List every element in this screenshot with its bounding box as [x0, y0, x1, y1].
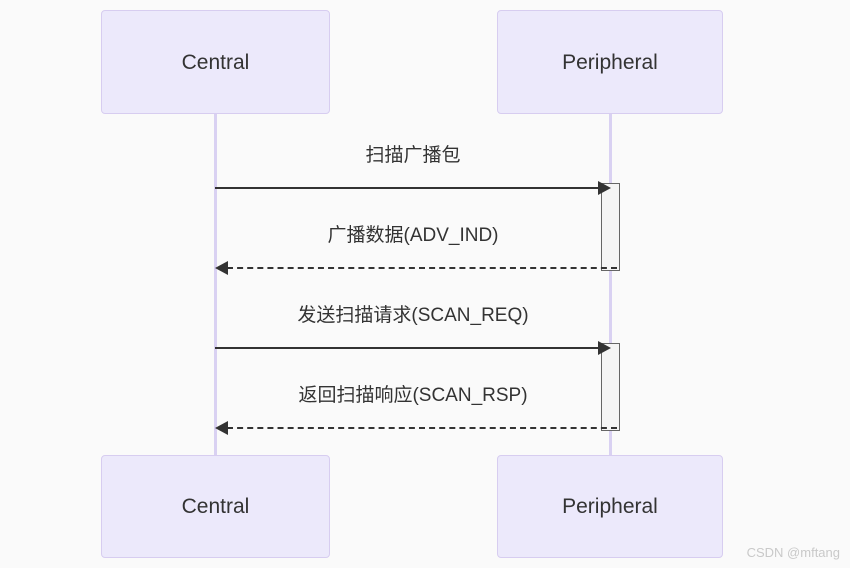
message-1-line: [215, 187, 598, 189]
participant-footer-central[interactable]: Central: [101, 455, 330, 558]
message-2-label: 广播数据(ADV_IND): [327, 225, 499, 246]
message-1-arrowhead-icon: [598, 181, 611, 195]
message-4-arrowhead-icon: [215, 421, 228, 435]
message-3-arrowhead-icon: [598, 341, 611, 355]
lifeline-peripheral: [609, 114, 612, 455]
participant-header-peripheral-label: Peripheral: [562, 50, 658, 74]
message-3-label: 发送扫描请求(SCAN_REQ): [297, 305, 529, 326]
participant-header-peripheral[interactable]: Peripheral: [497, 10, 723, 114]
message-4-line: [227, 427, 617, 429]
message-2-arrowhead-icon: [215, 261, 228, 275]
watermark: CSDN @mftang: [746, 545, 840, 560]
participant-footer-peripheral[interactable]: Peripheral: [497, 455, 723, 558]
lifeline-central: [214, 114, 217, 455]
activation-bar-peripheral-2: [601, 343, 620, 431]
participant-header-central[interactable]: Central: [101, 10, 330, 114]
participant-header-central-label: Central: [181, 50, 250, 74]
activation-bar-peripheral-1: [601, 183, 620, 271]
message-3-line: [215, 347, 598, 349]
participant-footer-peripheral-label: Peripheral: [562, 495, 658, 518]
message-2-line: [227, 267, 617, 269]
message-1-label: 扫描广播包: [365, 145, 461, 166]
participant-footer-central-label: Central: [181, 495, 250, 518]
message-4-label: 返回扫描响应(SCAN_RSP): [298, 385, 528, 406]
